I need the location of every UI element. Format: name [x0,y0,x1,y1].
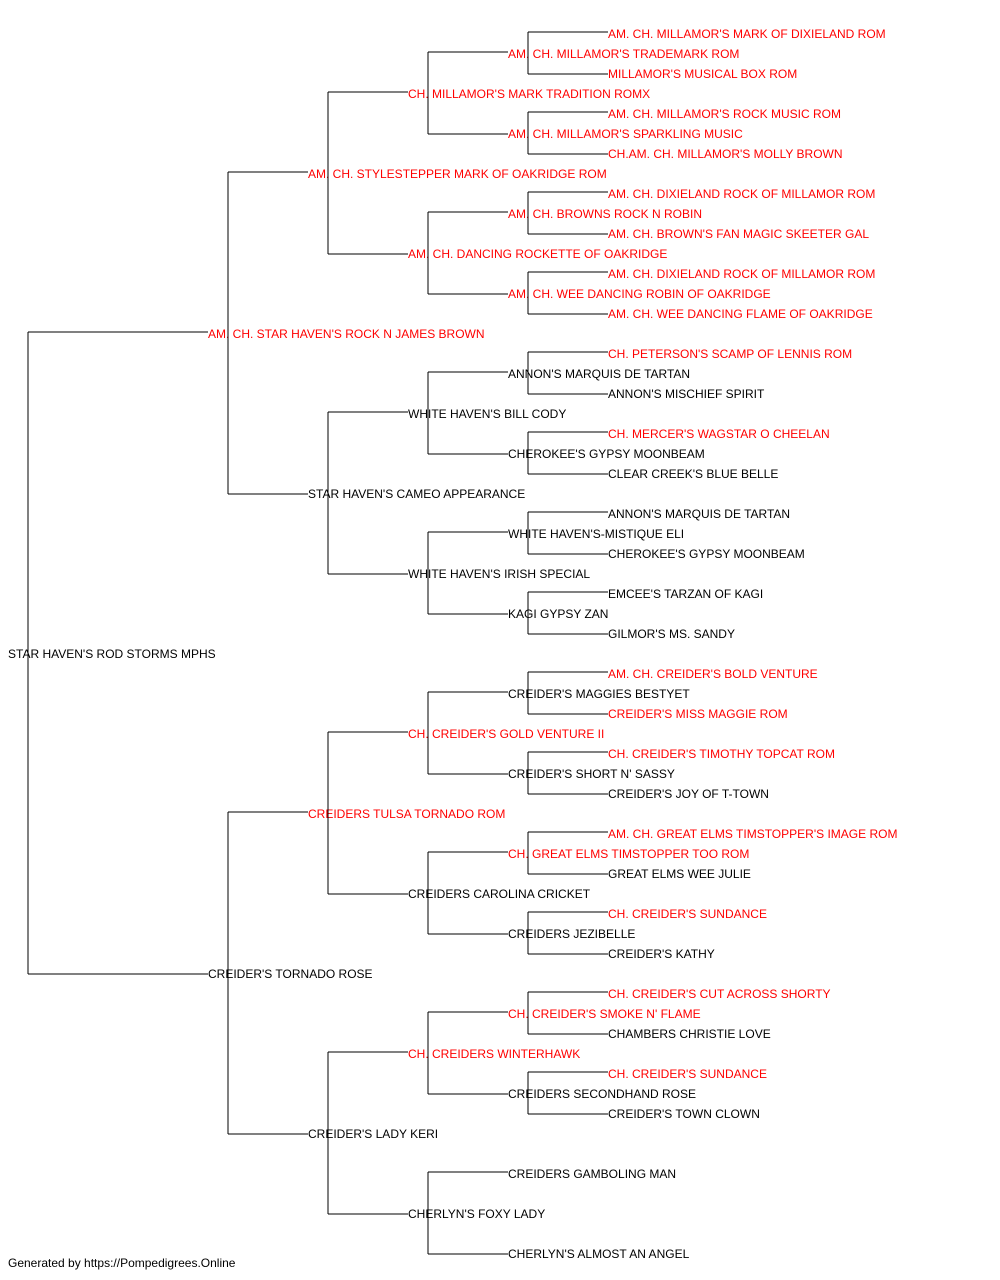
dog-name-root-s-s-s-s-s: AM. CH. MILLAMOR'S MARK OF DIXIELAND ROM [608,27,886,41]
dog-name-root-d-d-s-d: CREIDERS SECONDHAND ROSE [508,1087,696,1101]
dog-name-root-s-d-s-d-s: CH. MERCER'S WAGSTAR O CHEELAN [608,427,830,441]
dog-name-root-s-d-d: WHITE HAVEN'S IRISH SPECIAL [408,567,590,581]
dog-name-root-d-d-s-s: CH. CREIDER'S SMOKE N' FLAME [508,1007,701,1021]
dog-name-root-s-s: AM. CH. STYLESTEPPER MARK OF OAKRIDGE RO… [308,167,607,181]
dog-name-root-d-d-s-s-d: CHAMBERS CHRISTIE LOVE [608,1027,771,1041]
dog-name-root-s-d-d-s-s: ANNON'S MARQUIS DE TARTAN [608,507,790,521]
dog-name-root-d-d: CREIDER'S LADY KERI [308,1127,438,1141]
dog-name-root-s-d-s-s: ANNON'S MARQUIS DE TARTAN [508,367,690,381]
dog-name-root-d-d-s-d-s: CH. CREIDER'S SUNDANCE [608,1067,767,1081]
dog-name-root-s-d-d-s: WHITE HAVEN'S-MISTIQUE ELI [508,527,684,541]
dog-name-root-d-d-s-s-s: CH. CREIDER'S CUT ACROSS SHORTY [608,987,831,1001]
dog-name-root-s-d-d-s-d: CHEROKEE'S GYPSY MOONBEAM [608,547,805,561]
dog-name-root-d-d-d: CHERLYN'S FOXY LADY [408,1207,545,1221]
dog-name-root-s-d-s-s-d: ANNON'S MISCHIEF SPIRIT [608,387,765,401]
dog-name-root-s-d-d-d-s: EMCEE'S TARZAN OF KAGI [608,587,763,601]
dog-name-root-s-s-s-d-s: AM. CH. MILLAMOR'S ROCK MUSIC ROM [608,107,841,121]
dog-name-root-s-s-s-d-d: CH.AM. CH. MILLAMOR'S MOLLY BROWN [608,147,843,161]
dog-name-root-s-s-d-s-s: AM. CH. DIXIELAND ROCK OF MILLAMOR ROM [608,187,875,201]
dog-name-root-d-d-s-d-d: CREIDER'S TOWN CLOWN [608,1107,760,1121]
dog-name-root-d-d-s: CH. CREIDERS WINTERHAWK [408,1047,580,1061]
dog-name-root-s-s-d: AM. CH. DANCING ROCKETTE OF OAKRIDGE [408,247,667,261]
dog-name-root: STAR HAVEN'S ROD STORMS MPHS [8,647,216,661]
dog-name-root-d-s-s-d: CREIDER'S SHORT N' SASSY [508,767,675,781]
dog-name-root-s-s-d-s-d: AM. CH. BROWN'S FAN MAGIC SKEETER GAL [608,227,869,241]
dog-name-root-s-s-d-d-s: AM. CH. DIXIELAND ROCK OF MILLAMOR ROM [608,267,875,281]
dog-name-root-s-d: STAR HAVEN'S CAMEO APPEARANCE [308,487,525,501]
dog-name-root-s-s-s-s: AM. CH. MILLAMOR'S TRADEMARK ROM [508,47,739,61]
dog-name-root-s-s-s-d: AM. CH. MILLAMOR'S SPARKLING MUSIC [508,127,743,141]
dog-name-root-d-s-d-d-d: CREIDER'S KATHY [608,947,715,961]
dog-name-root-d-s-s-s: CREIDER'S MAGGIES BESTYET [508,687,690,701]
dog-name-root-s-d-s-d: CHEROKEE'S GYPSY MOONBEAM [508,447,705,461]
dog-name-root-d-s-d-s: CH. GREAT ELMS TIMSTOPPER TOO ROM [508,847,749,861]
dog-name-root-s-s-s-s-d: MILLAMOR'S MUSICAL BOX ROM [608,67,797,81]
dog-name-root-s-d-s-d-d: CLEAR CREEK'S BLUE BELLE [608,467,778,481]
dog-name-root-s-s-s: CH. MILLAMOR'S MARK TRADITION ROMX [408,87,650,101]
dog-name-root-d-s-s: CH. CREIDER'S GOLD VENTURE II [408,727,604,741]
dog-name-root-s-d-d-d-d: GILMOR'S MS. SANDY [608,627,735,641]
dog-name-root-d-s-s-s-s: AM. CH. CREIDER'S BOLD VENTURE [608,667,818,681]
dog-name-root-d-d-d-s: CREIDERS GAMBOLING MAN [508,1167,676,1181]
dog-name-root-d-s-d-s-d: GREAT ELMS WEE JULIE [608,867,751,881]
dog-name-root-s-d-s: WHITE HAVEN'S BILL CODY [408,407,566,421]
dog-name-root-d-s-d-s-s: AM. CH. GREAT ELMS TIMSTOPPER'S IMAGE RO… [608,827,897,841]
dog-name-root-d-d-d-d: CHERLYN'S ALMOST AN ANGEL [508,1247,690,1261]
dog-name-root-s-s-d-d: AM. CH. WEE DANCING ROBIN OF OAKRIDGE [508,287,771,301]
dog-name-root-s-d-s-s-s: CH. PETERSON'S SCAMP OF LENNIS ROM [608,347,852,361]
dog-name-root-d-s-s-d-d: CREIDER'S JOY OF T-TOWN [608,787,769,801]
dog-name-root-d-s-d: CREIDERS CAROLINA CRICKET [408,887,591,901]
dog-name-root-s: AM. CH. STAR HAVEN'S ROCK N JAMES BROWN [208,327,485,341]
dog-name-root-d-s-d-d-s: CH. CREIDER'S SUNDANCE [608,907,767,921]
dog-name-root-d-s-s-d-s: CH. CREIDER'S TIMOTHY TOPCAT ROM [608,747,835,761]
dog-name-root-s-d-d-d: KAGI GYPSY ZAN [508,607,608,621]
footer-credit: Generated by https://Pompedigrees.Online [8,1256,236,1270]
dog-name-root-d-s-s-s-d: CREIDER'S MISS MAGGIE ROM [608,707,788,721]
dog-name-root-d-s: CREIDERS TULSA TORNADO ROM [308,807,505,821]
dog-name-root-s-s-d-d-d: AM. CH. WEE DANCING FLAME OF OAKRIDGE [608,307,873,321]
dog-name-root-d-s-d-d: CREIDERS JEZIBELLE [508,927,635,941]
dog-name-root-d: CREIDER'S TORNADO ROSE [208,967,373,981]
dog-name-root-s-s-d-s: AM. CH. BROWNS ROCK N ROBIN [508,207,702,221]
